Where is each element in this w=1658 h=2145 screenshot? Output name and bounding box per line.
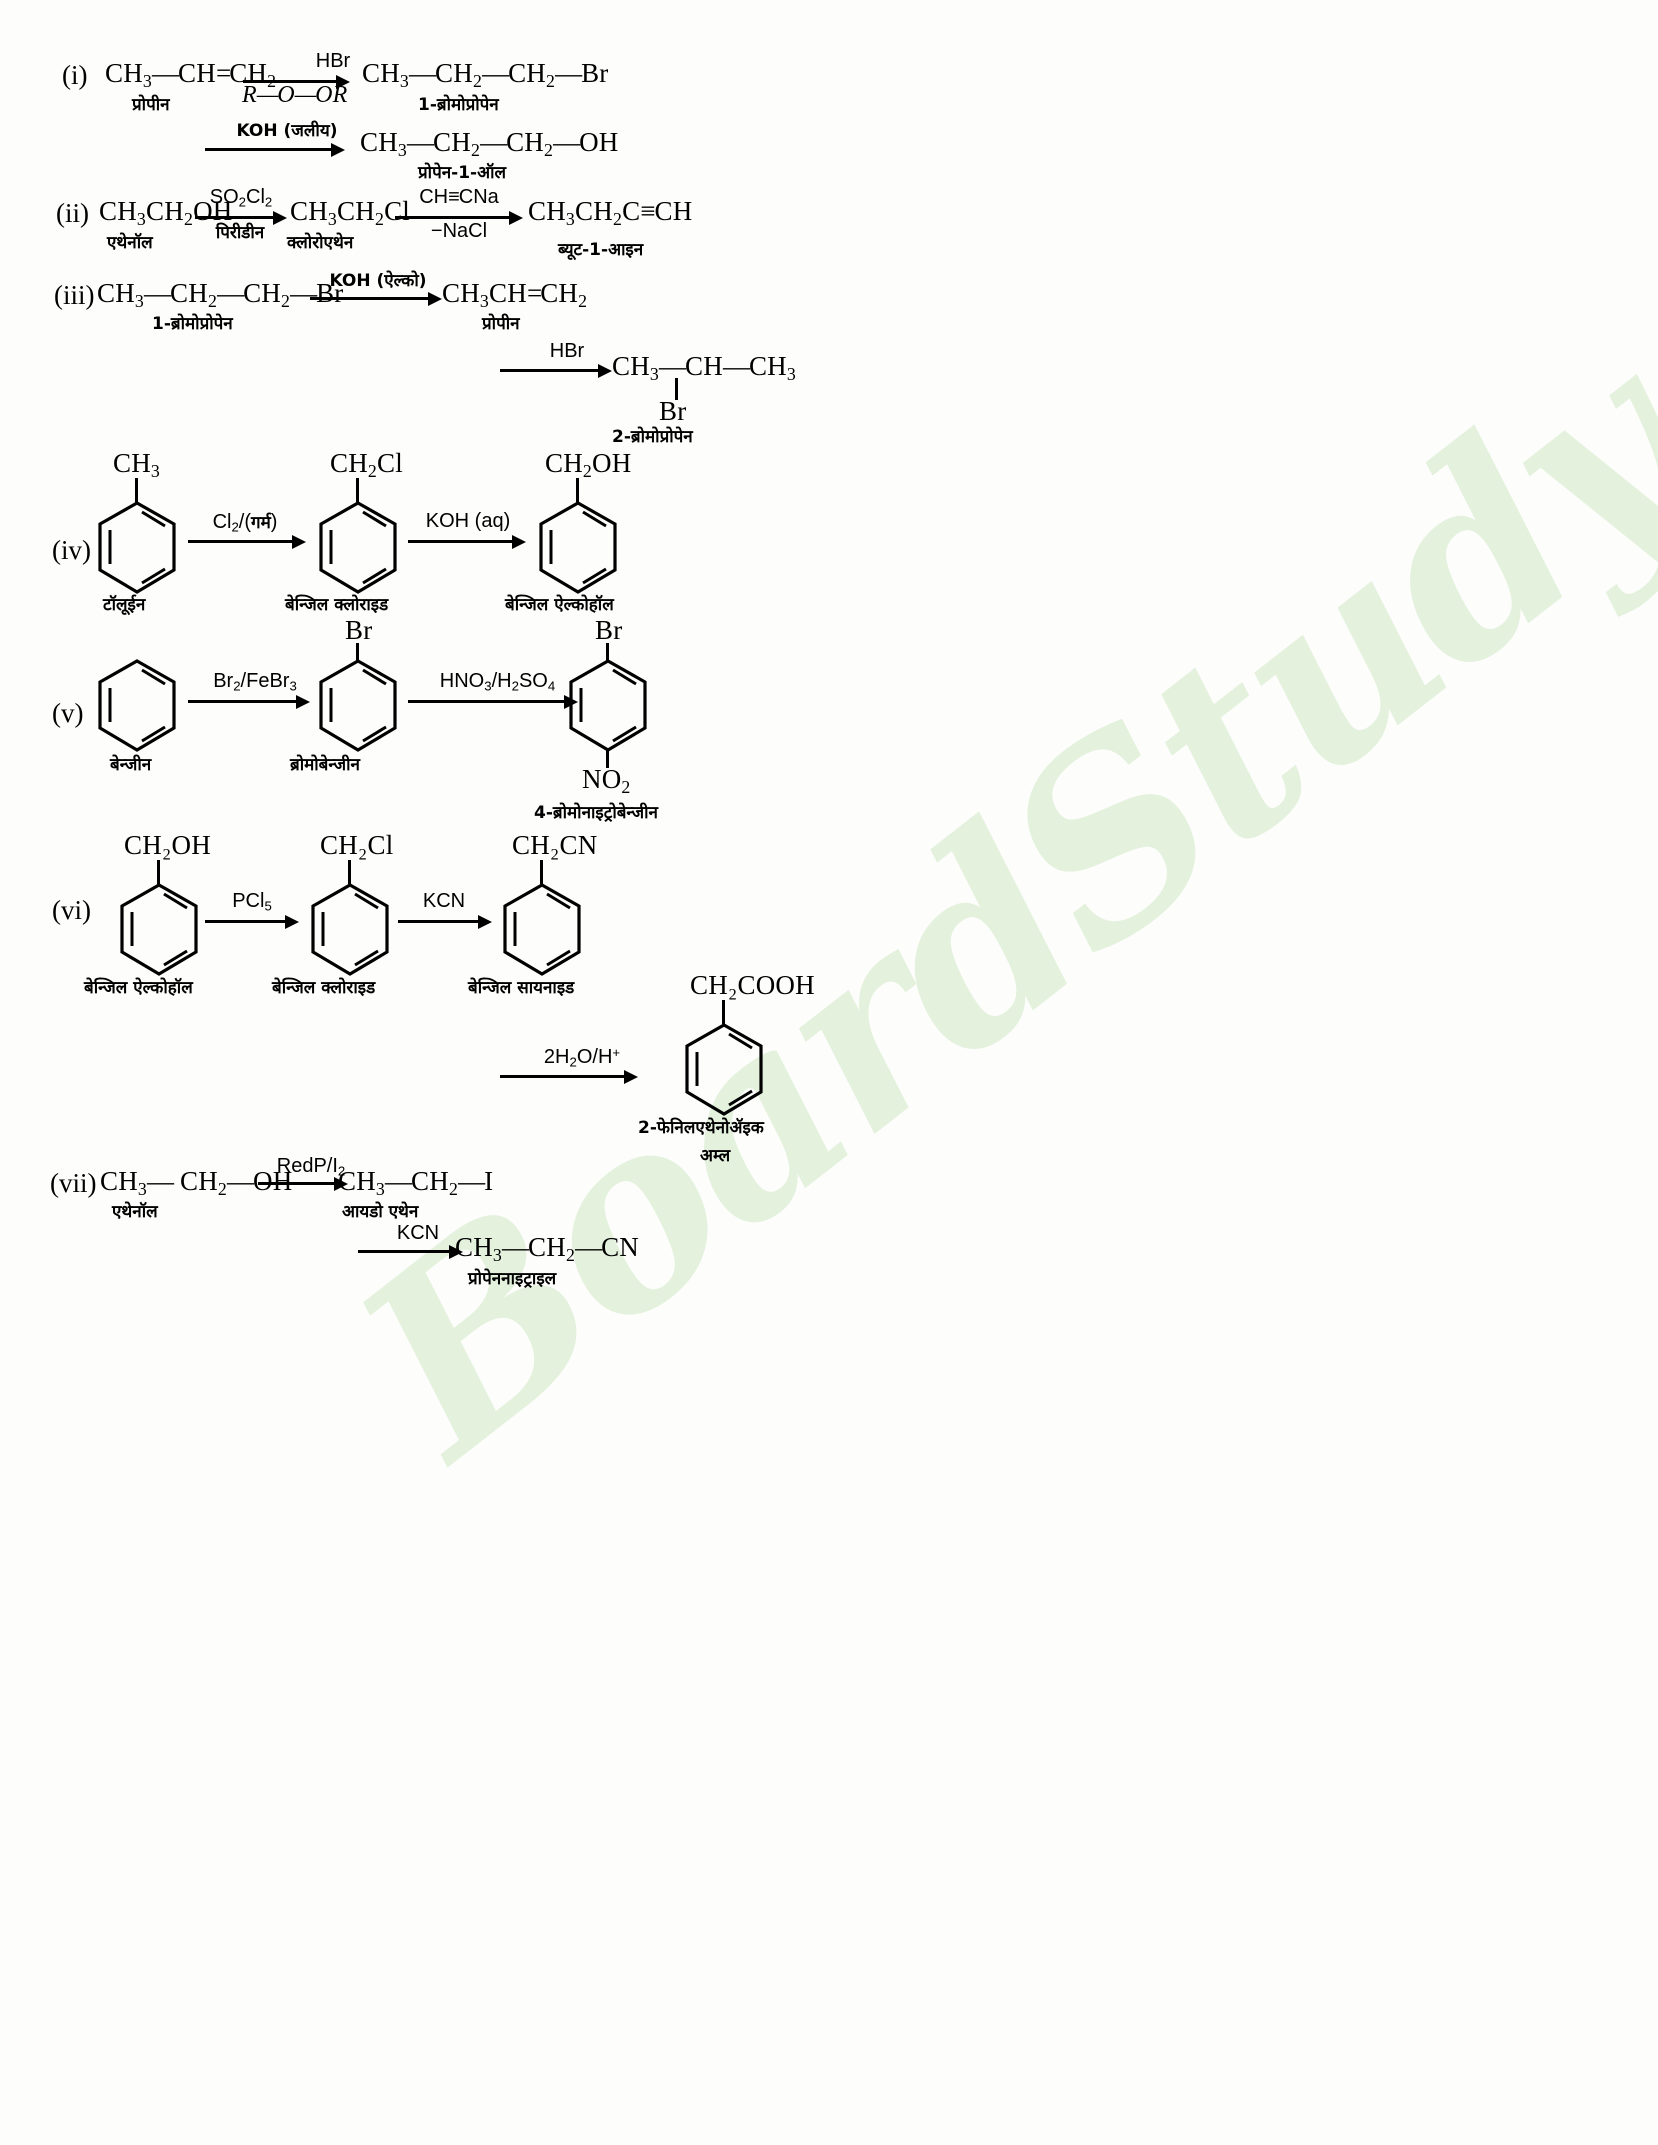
product-1-bromopropane-formula: CH3—CH2—CH2—Br [362, 58, 609, 91]
vii-iodoethane-label: आयडो एथेन [342, 1202, 419, 1222]
benzene-ring-toluene [95, 500, 179, 595]
reaction-number-vii: (vii) [50, 1168, 97, 1198]
vii-propanenitrile-label: प्रोपेननाइट्राइल [468, 1269, 557, 1289]
reagent-kcn: KCN [422, 890, 466, 912]
reagent-so2cl2: SO2Cl2 [209, 186, 273, 210]
benzene-ring-vi-phenylacetic [682, 1022, 766, 1117]
toluene-label: टॉलूईन [103, 595, 146, 615]
benzene-ring-benzylchloride [316, 500, 400, 595]
benzene-ring-benzene [95, 658, 179, 753]
bromobenzene-label: ब्रोमोबेन्जीन [290, 755, 360, 775]
vii-ethanol-label: एथेनॉल [112, 1202, 158, 1222]
reaction-number-ii: (ii) [56, 198, 89, 228]
benzene-ring-benzylalcohol [536, 500, 620, 595]
product-butyne-formula: CH3CH2C≡CH [528, 196, 693, 229]
benzene-ring-vi-benzylchloride [308, 882, 392, 977]
reactant-ethanol-label: एथेनॉल [107, 233, 153, 253]
bromonitrobenzene-substituent-no2: NO2 [582, 764, 631, 797]
bromobenzene-substituent: Br [345, 615, 373, 645]
reagent-hno3-h2so4: HNO3/H2SO4 [439, 670, 556, 694]
reagent-kcn-2: KCN [396, 1222, 440, 1244]
reagent-cl2-hot: Cl2/(गर्म) [212, 511, 278, 535]
bromobenzene-bond [356, 643, 359, 661]
reagent-peroxide: R—O—OR [242, 82, 348, 108]
benzylchloride-bond [356, 478, 359, 502]
vi-benzylalcohol-bond [157, 860, 160, 884]
vi-phenylacetic-substituent: CH₂COOH [690, 970, 815, 1000]
vi-phenylacetic-label2: अम्ल [700, 1146, 731, 1166]
vi-benzylalcohol-substituent: CH₂OH [124, 830, 211, 860]
benzylalcohol-label: बेन्जिल ऐल्कोहॉल [505, 595, 614, 615]
reagent-hydrolysis: 2H2O/H+ [543, 1045, 621, 1070]
vi-benzylalcohol-label: बेन्जिल ऐल्कोहॉल [84, 978, 193, 998]
benzene-ring-vi-benzylcyanide [500, 882, 584, 977]
reagent-hbr-2: HBr [549, 340, 585, 362]
product-propene-label: प्रोपीन [482, 314, 520, 334]
substituent-br: Br [659, 396, 687, 426]
product-propanol-label: प्रोपेन-1-ऑल [418, 163, 507, 183]
product-butyne-label: ब्यूट-1-आइन [558, 240, 644, 260]
toluene-substituent-ch3: CH3 [113, 448, 161, 481]
reagent-koh-aq2: KOH (aq) [425, 510, 511, 532]
product-1-bromopropane-label: 1-ब्रोमोप्रोपेन [418, 95, 499, 115]
reactant-propene-formula: CH3—CH=CH2 [105, 58, 276, 91]
reagent-koh-alcoholic: KOH (ऐल्को) [329, 271, 427, 291]
product-chloroethane-label: क्लोरोएथेन [287, 233, 354, 253]
benzylchloride-label: बेन्जिल क्लोराइड [285, 595, 389, 615]
benzene-ring-bromobenzene [316, 658, 400, 753]
benzylalcohol-bond [576, 478, 579, 502]
vi-benzylchloride-substituent: CH₂Cl [320, 830, 394, 860]
reaction-number-i: (i) [62, 60, 88, 90]
reaction-number-v: (v) [52, 698, 84, 728]
bromonitrobenzene-bond-bottom [606, 750, 609, 768]
product-2-bromopropane-label: 2-ब्रोमोप्रोपेन [612, 427, 693, 447]
vii-ethanol-formula: CH3— CH2—OH [100, 1166, 293, 1199]
bond-to-br [675, 378, 678, 400]
product-2-bromopropane-formula: CH3—CH—CH3 [612, 351, 796, 384]
vi-benzylchloride-label: बेन्जिल क्लोराइड [272, 978, 376, 998]
benzylchloride-substituent: CH2Cl [330, 448, 403, 481]
reactant-propene-label: प्रोपीन [132, 95, 170, 115]
reaction-number-vi: (vi) [52, 895, 91, 925]
product-chloroethane-formula: CH3CH2Cl [290, 196, 410, 229]
product-propene-formula: CH3CH=CH2 [442, 278, 588, 311]
reactant-ethanol-formula: CH3CH2OH [99, 196, 233, 229]
benzylalcohol-substituent: CH2OH [545, 448, 632, 481]
reaction-number-iv: (iv) [52, 535, 91, 565]
reagent-redp-i2: RedP/I2 [276, 1155, 346, 1179]
benzene-ring-vi-benzylalcohol [117, 882, 201, 977]
bromonitrobenzene-bond-top [606, 643, 609, 661]
reagent-sodium-acetylide: CH≡CNa [419, 186, 499, 208]
reagent-pyridine: पिरीडीन [215, 223, 265, 243]
vi-benzylcyanide-substituent: CH₂CN [512, 830, 598, 860]
vi-benzylchloride-bond [348, 860, 351, 884]
bromonitrobenzene-label: 4-ब्रोमोनाइट्रोबेन्जीन [534, 803, 658, 823]
vi-phenylacetic-label: 2-फेनिलएथेनोॲइक [638, 1118, 764, 1138]
vi-benzylcyanide-label: बेन्जिल सायनाइड [468, 978, 575, 998]
vi-phenylacetic-bond [722, 1000, 725, 1024]
reactant-bromopropane-label: 1-ब्रोमोप्रोपेन [152, 314, 233, 334]
reagent-koh-aqueous: KOH (जलीय) [236, 121, 338, 141]
reagent-minus-nacl: −NaCl [430, 220, 488, 242]
reagent-hbr: HBr [315, 50, 351, 72]
reagent-br2-febr3: Br2/FeBr3 [213, 670, 297, 694]
benzene-ring-bromonitrobenzene [566, 658, 650, 753]
vi-benzylcyanide-bond [540, 860, 543, 884]
reaction-number-iii: (iii) [54, 280, 95, 310]
bromonitrobenzene-substituent-br: Br [595, 615, 623, 645]
vii-iodoethane-formula: CH3—CH2—I [338, 1166, 494, 1199]
benzene-label: बेन्जीन [110, 755, 152, 775]
vii-propanenitrile-formula: CH3—CH2—CN [455, 1232, 639, 1265]
reagent-pcl5: PCl5 [232, 890, 272, 914]
toluene-bond [135, 478, 138, 502]
reactant-bromopropane-formula: CH3—CH2—CH2—Br [97, 278, 344, 311]
product-propanol-formula: CH3—CH2—CH2—OH [360, 127, 619, 160]
